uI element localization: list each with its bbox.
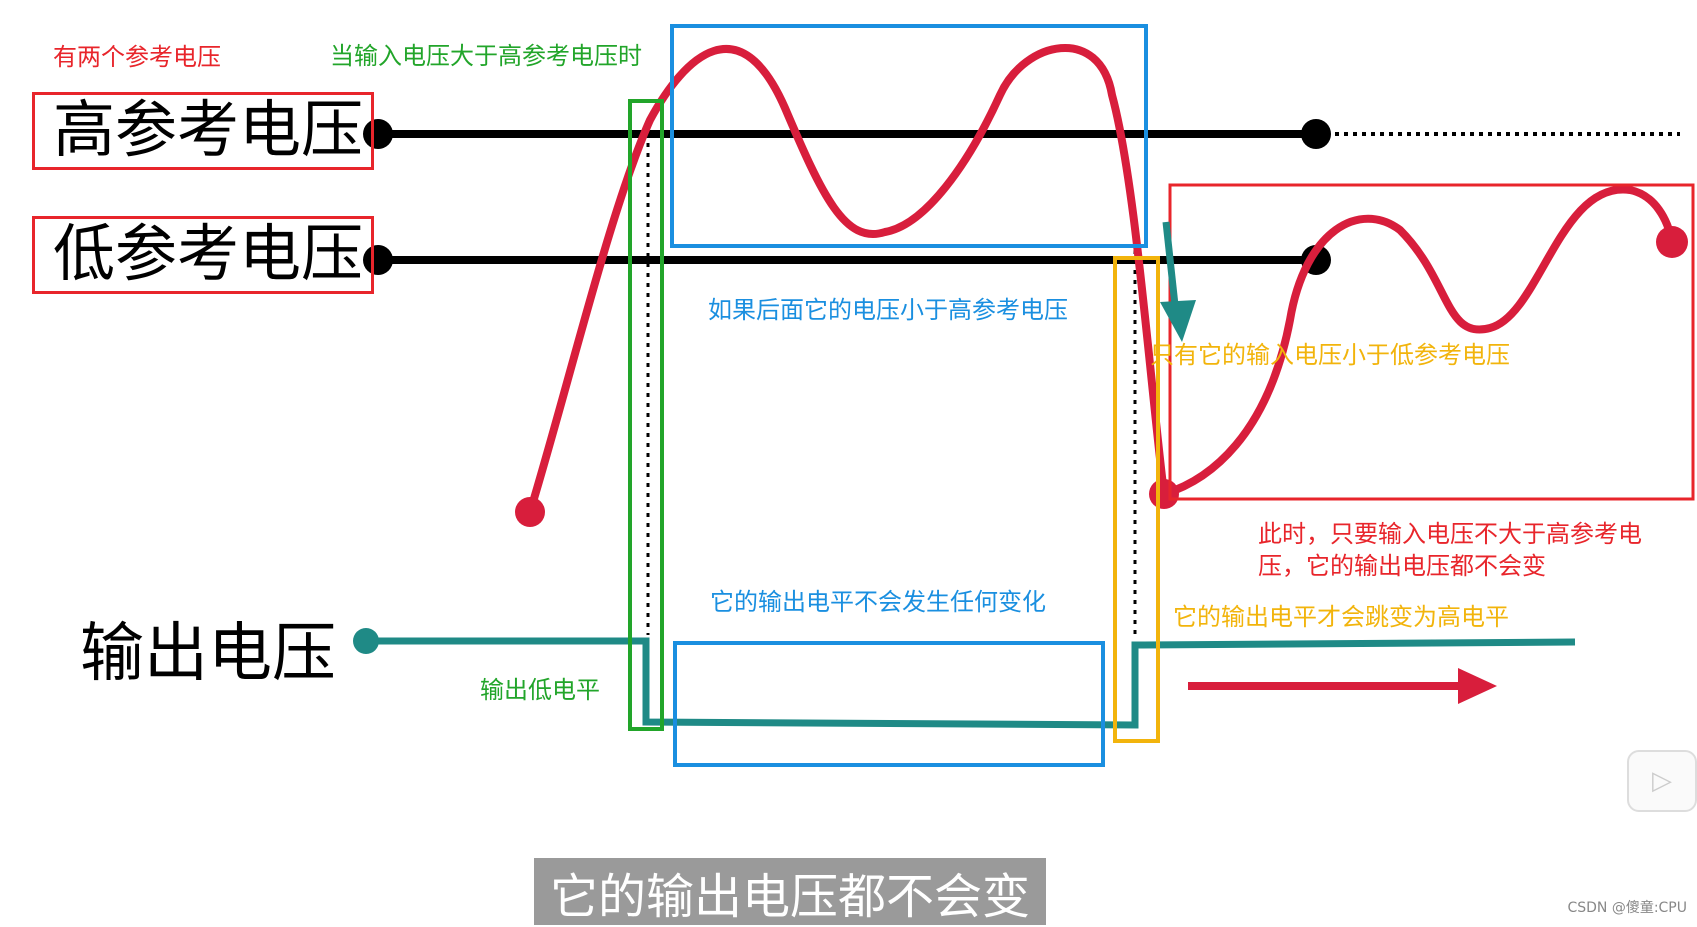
note-line-1: 此时，只要输入电压不大于高参考电 xyxy=(1258,520,1642,548)
teal-arrow-head xyxy=(1160,300,1196,342)
blue-box-output-low xyxy=(673,641,1105,767)
high-ref-label: 高参考电压 xyxy=(32,92,375,170)
red-arrow-head xyxy=(1458,668,1497,704)
green-box-crossing xyxy=(628,99,664,731)
output-low-label: 输出低电平 xyxy=(480,676,600,704)
play-icon: ▷ xyxy=(1652,766,1672,796)
jump-high-label: 它的输出电平才会跳变为高电平 xyxy=(1173,603,1509,631)
two-refs-label: 有两个参考电压 xyxy=(53,43,221,71)
watermark: CSDN @傻童:CPU xyxy=(1567,900,1687,916)
low-ref-start-dot xyxy=(363,245,393,275)
output-waveform xyxy=(366,637,1576,729)
only-below-low-label: 只有它的输入电压小于低参考电压 xyxy=(1150,341,1510,369)
input-signal-curve xyxy=(526,43,1676,516)
teal-arrow-shaft xyxy=(1162,221,1179,306)
no-change-label: 它的输出电平不会发生任何变化 xyxy=(710,588,1046,616)
note-line-2: 压，它的输出电压都不会变 xyxy=(1258,552,1546,580)
yellow-box-switch xyxy=(1113,256,1160,743)
video-subtitle: 它的输出电压都不会变 xyxy=(534,858,1046,925)
output-voltage-label: 输出电压 xyxy=(80,617,336,691)
low-ref-label: 低参考电压 xyxy=(32,216,375,294)
input-low-dot xyxy=(1149,479,1179,509)
high-ref-start-dot xyxy=(363,119,393,149)
red-box-high-region xyxy=(1168,183,1695,501)
input-start-dot xyxy=(515,497,545,527)
blue-box-above-high xyxy=(670,24,1148,248)
input-end-dot xyxy=(1656,226,1688,258)
play-button[interactable]: ▷ xyxy=(1627,750,1697,812)
high-ref-end-dot xyxy=(1301,119,1331,149)
when-above-high-label: 当输入电压大于高参考电压时 xyxy=(330,42,642,70)
output-start-dot xyxy=(353,628,379,654)
if-below-high-label: 如果后面它的电压小于高参考电压 xyxy=(708,296,1068,324)
